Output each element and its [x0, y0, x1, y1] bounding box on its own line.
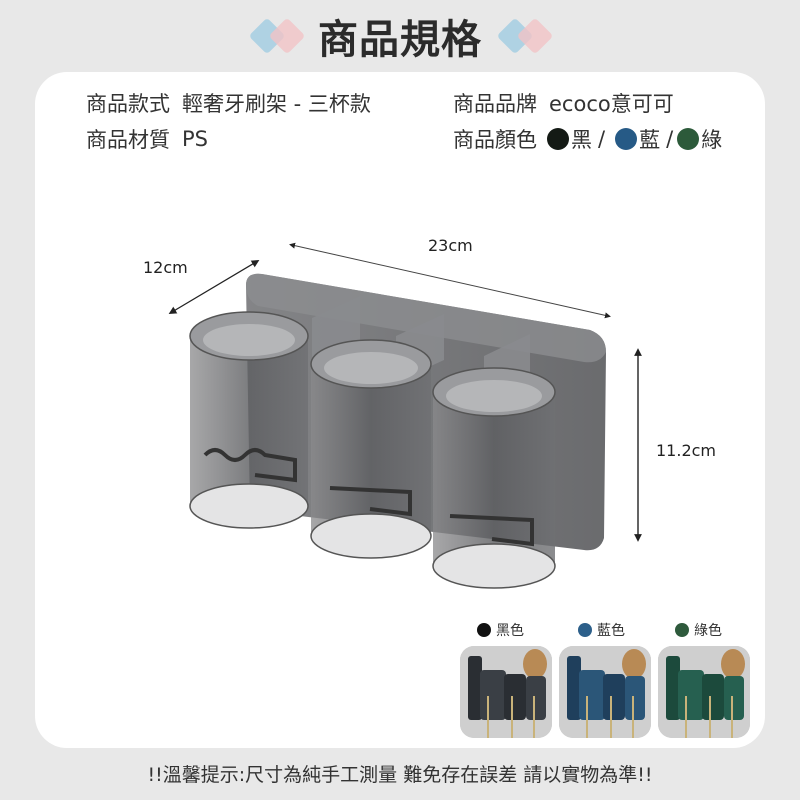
black-dot-icon [477, 623, 491, 637]
color-name: 藍 [639, 128, 661, 152]
blue-dot-icon [578, 623, 592, 637]
spec-value: 輕奢牙刷架 - 三杯款 [182, 92, 371, 116]
variant-photo-green[interactable] [658, 646, 750, 738]
footer-notice: !!溫馨提示:尺寸為純手工測量 難免存在誤差 請以實物為準!! [147, 764, 653, 786]
spec-label: 商品品牌 [453, 92, 537, 116]
width-arrow [289, 242, 611, 319]
spec-label: 商品款式 [86, 92, 170, 116]
spec-style: 商品款式 輕奢牙刷架 - 三杯款 [86, 88, 371, 118]
color-dot-green [677, 128, 700, 150]
spec-label: 商品顏色 [453, 128, 537, 152]
spec-material: 商品材質 PS [86, 124, 208, 154]
color-dot-blue [615, 128, 638, 150]
cup-middle [310, 339, 432, 559]
depth-arrow [168, 260, 260, 314]
dimension-height-label: 11.2cm [656, 441, 717, 460]
section-header: 商品規格 [0, 0, 800, 72]
spec-value: ecoco意可可 [549, 92, 674, 116]
color-dot-black [547, 128, 569, 150]
spec-label: 商品材質 [86, 128, 170, 152]
color-name: 綠 [701, 128, 723, 152]
page-title: 商品規格 [318, 17, 482, 63]
spec-value: PS [182, 127, 208, 151]
variant-label-blue: 藍色 [578, 620, 625, 640]
spec-colors: 商品顏色 黑 / 藍 / 綠 [453, 124, 722, 154]
cup-left [189, 311, 309, 529]
variant-label-black: 黑色 [477, 620, 524, 640]
variant-label-green: 綠色 [675, 620, 722, 640]
spec-brand: 商品品牌 ecoco意可可 [453, 88, 674, 118]
green-dot-icon [675, 623, 689, 637]
cup-right [432, 367, 556, 589]
variant-photo-black[interactable] [460, 646, 552, 738]
variant-photo-blue[interactable] [559, 646, 651, 738]
color-name: 黑 [571, 128, 592, 152]
